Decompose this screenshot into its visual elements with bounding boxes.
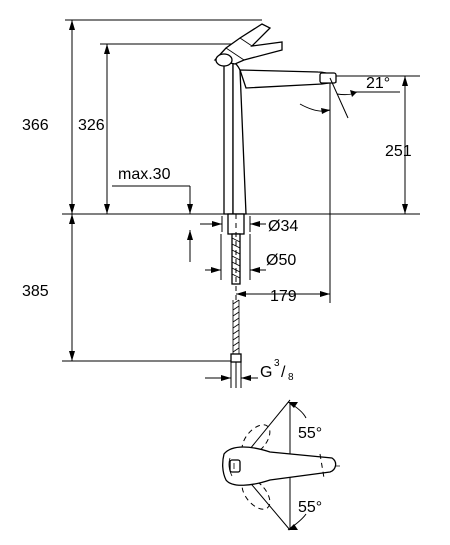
thread-den-label: 8 [288,372,294,383]
dim-251-label: 251 [385,143,412,160]
faucet-side-view [213,23,337,215]
dim-366-label: 366 [22,117,49,134]
thread-num-label: 3 [274,358,280,369]
under-deck-fittings [227,213,245,388]
dim-326-label: 326 [78,117,105,134]
dim-179-label: 179 [270,288,297,305]
dim-max30-label: max.30 [118,166,171,183]
dim-d34-label: Ø34 [268,218,298,235]
dimension-385: 385 [22,214,75,361]
angle-55-top-label: 55° [298,425,322,442]
dimension-d50: Ø50 [205,234,296,280]
dim-385-label: 385 [22,283,49,300]
dimension-179: 179 [236,288,330,305]
thread-sep-label: / [281,364,286,381]
spout-angle: 21° [299,75,400,119]
dimension-366: 366 [22,20,75,214]
dimension-251: 251 [385,76,412,214]
angle-55-bottom-label: 55° [298,499,322,516]
dimension-max30: max.30 [112,166,193,262]
dimension-d34: Ø34 [200,216,298,235]
thread-g-label: G [260,364,272,381]
dim-d50-label: Ø50 [266,252,296,269]
dimension-thread: G 3 / 8 [205,358,294,388]
angle-21-label: 21° [366,75,390,92]
faucet-top-view: 55° 55° [222,399,340,531]
dimension-326: 326 [78,44,110,214]
